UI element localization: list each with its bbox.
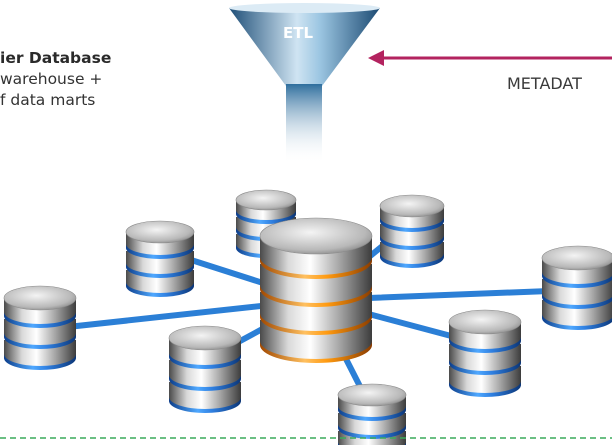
funnel-icon bbox=[229, 3, 380, 164]
arrow-icon bbox=[368, 50, 612, 66]
database-icon bbox=[125, 220, 195, 297]
database-icon bbox=[379, 194, 445, 268]
metadata-label: METADAT bbox=[507, 74, 582, 93]
tier-line-1: warehouse + bbox=[0, 70, 103, 88]
database-icon bbox=[168, 325, 242, 413]
etl-label: ETL bbox=[282, 24, 314, 42]
database-icon bbox=[337, 383, 407, 445]
database-icon bbox=[259, 217, 373, 363]
database-icon bbox=[448, 309, 522, 397]
database-icon bbox=[3, 285, 77, 370]
database-icon bbox=[541, 245, 612, 330]
tier-title: ier Database bbox=[0, 49, 112, 67]
tier-description: ier Database warehouse + f data marts bbox=[0, 48, 150, 111]
tier-line-2: f data marts bbox=[0, 91, 96, 109]
